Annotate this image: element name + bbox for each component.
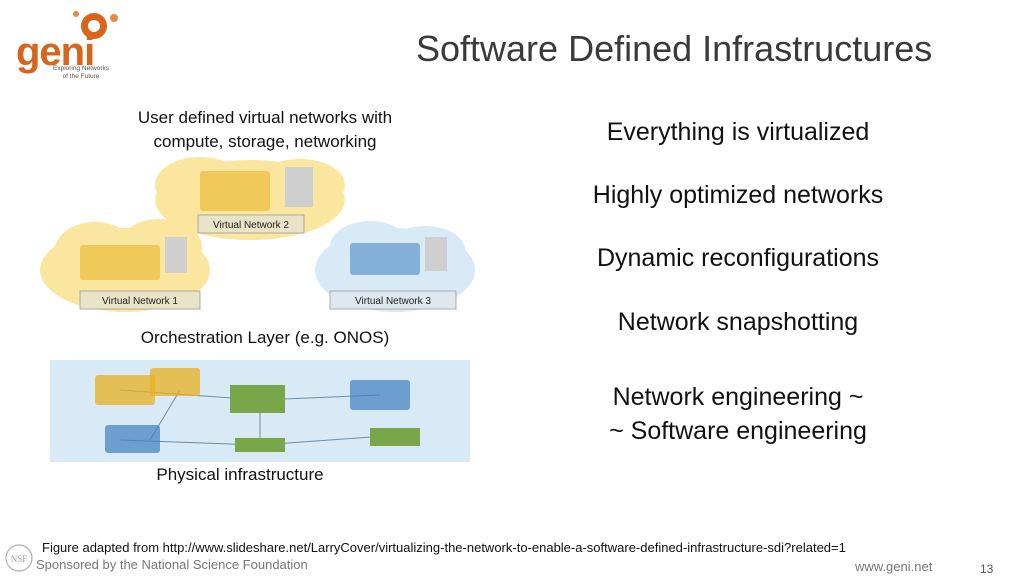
- virtual-network-3-cloud: Virtual Network 3: [315, 221, 475, 312]
- point-dynamic-reconfigurations: Dynamic reconfigurations: [596, 244, 880, 272]
- server-group: [105, 425, 160, 453]
- network-switch: [370, 428, 420, 446]
- server-group: [95, 375, 155, 405]
- network-switch: [230, 385, 285, 413]
- svg-text:Virtual Network 2: Virtual Network 2: [213, 220, 289, 231]
- page-number: 13: [980, 562, 994, 576]
- point-network-snapshotting: Network snapshotting: [617, 308, 859, 336]
- caption-virtual-networks: User defined virtual networks with compu…: [137, 108, 393, 151]
- virtual-network-2-cloud: Virtual Network 2: [155, 157, 345, 240]
- svg-text:NSF: NSF: [11, 554, 28, 564]
- caption-orchestration: Orchestration Layer (e.g. ONOS): [140, 328, 390, 347]
- site-url: www.geni.net: [855, 559, 933, 574]
- caption-physical: Physical infrastructure: [156, 465, 324, 484]
- virtual-networks-figure: Virtual Network 2 Virtual Network 1 Virt…: [40, 157, 475, 312]
- point-virtualized: Everything is virtualized: [606, 118, 870, 146]
- physical-infrastructure-figure: [50, 360, 470, 462]
- geni-logo-mark: [73, 11, 118, 39]
- geni-logo: geni Exploring Networks of the Future: [14, 8, 124, 84]
- sponsor-text: Sponsored by the National Science Founda…: [36, 557, 308, 572]
- server-group: [150, 368, 200, 396]
- svg-text:Virtual Network 1: Virtual Network 1: [102, 296, 178, 307]
- svg-text:Virtual Network 3: Virtual Network 3: [355, 296, 431, 307]
- server-group: [350, 380, 410, 410]
- point-optimized-networks: Highly optimized networks: [592, 181, 884, 209]
- slide-title: Software Defined Infrastructures: [416, 28, 933, 69]
- network-switch: [235, 438, 285, 452]
- figure-credit: Figure adapted from http://www.slideshar…: [42, 540, 846, 555]
- virtual-network-1-cloud: Virtual Network 1: [40, 219, 210, 312]
- point-network-software-engineering: Network engineering ~ ~ Software enginee…: [609, 383, 867, 445]
- nsf-seal-icon: NSF: [5, 544, 33, 572]
- logo-wordmark: geni: [16, 30, 95, 74]
- logo-tagline: Exploring Networks of the Future: [53, 65, 109, 80]
